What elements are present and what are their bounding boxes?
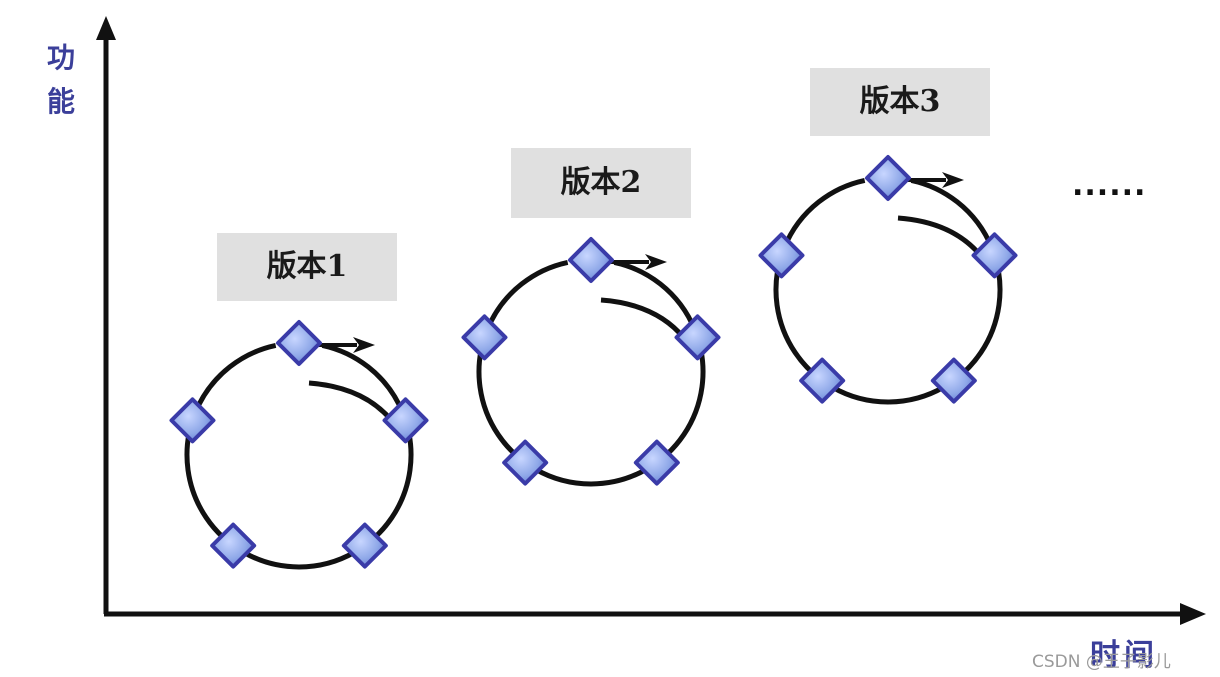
cycle-arc — [184, 342, 414, 570]
cycle-node-diamond-icon — [758, 232, 805, 279]
cycle-node-diamond-icon — [276, 320, 322, 366]
cycle-node-diamond-icon — [971, 232, 1018, 279]
cycle-arrow-head-icon — [353, 337, 375, 353]
x-axis-label: 时间 — [1090, 638, 1158, 673]
cycle-inner-start — [308, 380, 394, 423]
y-axis-arrow-icon — [96, 16, 116, 40]
cycle-node-diamond-icon — [799, 357, 846, 404]
cycle-1 — [169, 320, 429, 570]
iteration-cycles — [169, 155, 1018, 570]
axes — [96, 16, 1206, 625]
cycle-node-diamond-icon — [341, 522, 388, 569]
cycle-inner-start — [897, 215, 983, 258]
cycle-arc — [773, 177, 1003, 405]
cycle-node-diamond-icon — [169, 397, 216, 444]
cycle-node-diamond-icon — [461, 314, 508, 361]
cycle-node-diamond-icon — [210, 522, 257, 569]
continuation-ellipsis: ...... — [1072, 168, 1147, 203]
cycle-arrow-head-icon — [645, 254, 667, 270]
x-axis-arrow-icon — [1180, 603, 1206, 625]
cycle-node-diamond-icon — [382, 397, 429, 444]
version-2-label: 版本2 — [511, 148, 691, 218]
watermark: CSDN @王子影儿 — [1032, 652, 1171, 672]
cycle-inner-start — [600, 297, 686, 340]
version-3-label: 版本3 — [810, 68, 990, 136]
y-axis-label: 功能 — [46, 41, 77, 118]
version-1-label: 版本1 — [217, 233, 397, 301]
cycle-arc — [476, 259, 706, 487]
cycle-node-diamond-icon — [674, 314, 721, 361]
cycle-node-diamond-icon — [865, 155, 911, 201]
cycle-node-diamond-icon — [568, 237, 614, 283]
cycle-arrow-head-icon — [942, 172, 964, 188]
cycle-3 — [758, 155, 1018, 405]
cycle-node-diamond-icon — [502, 439, 549, 486]
cycle-2 — [461, 237, 721, 487]
cycle-node-diamond-icon — [930, 357, 977, 404]
cycle-node-diamond-icon — [633, 439, 680, 486]
